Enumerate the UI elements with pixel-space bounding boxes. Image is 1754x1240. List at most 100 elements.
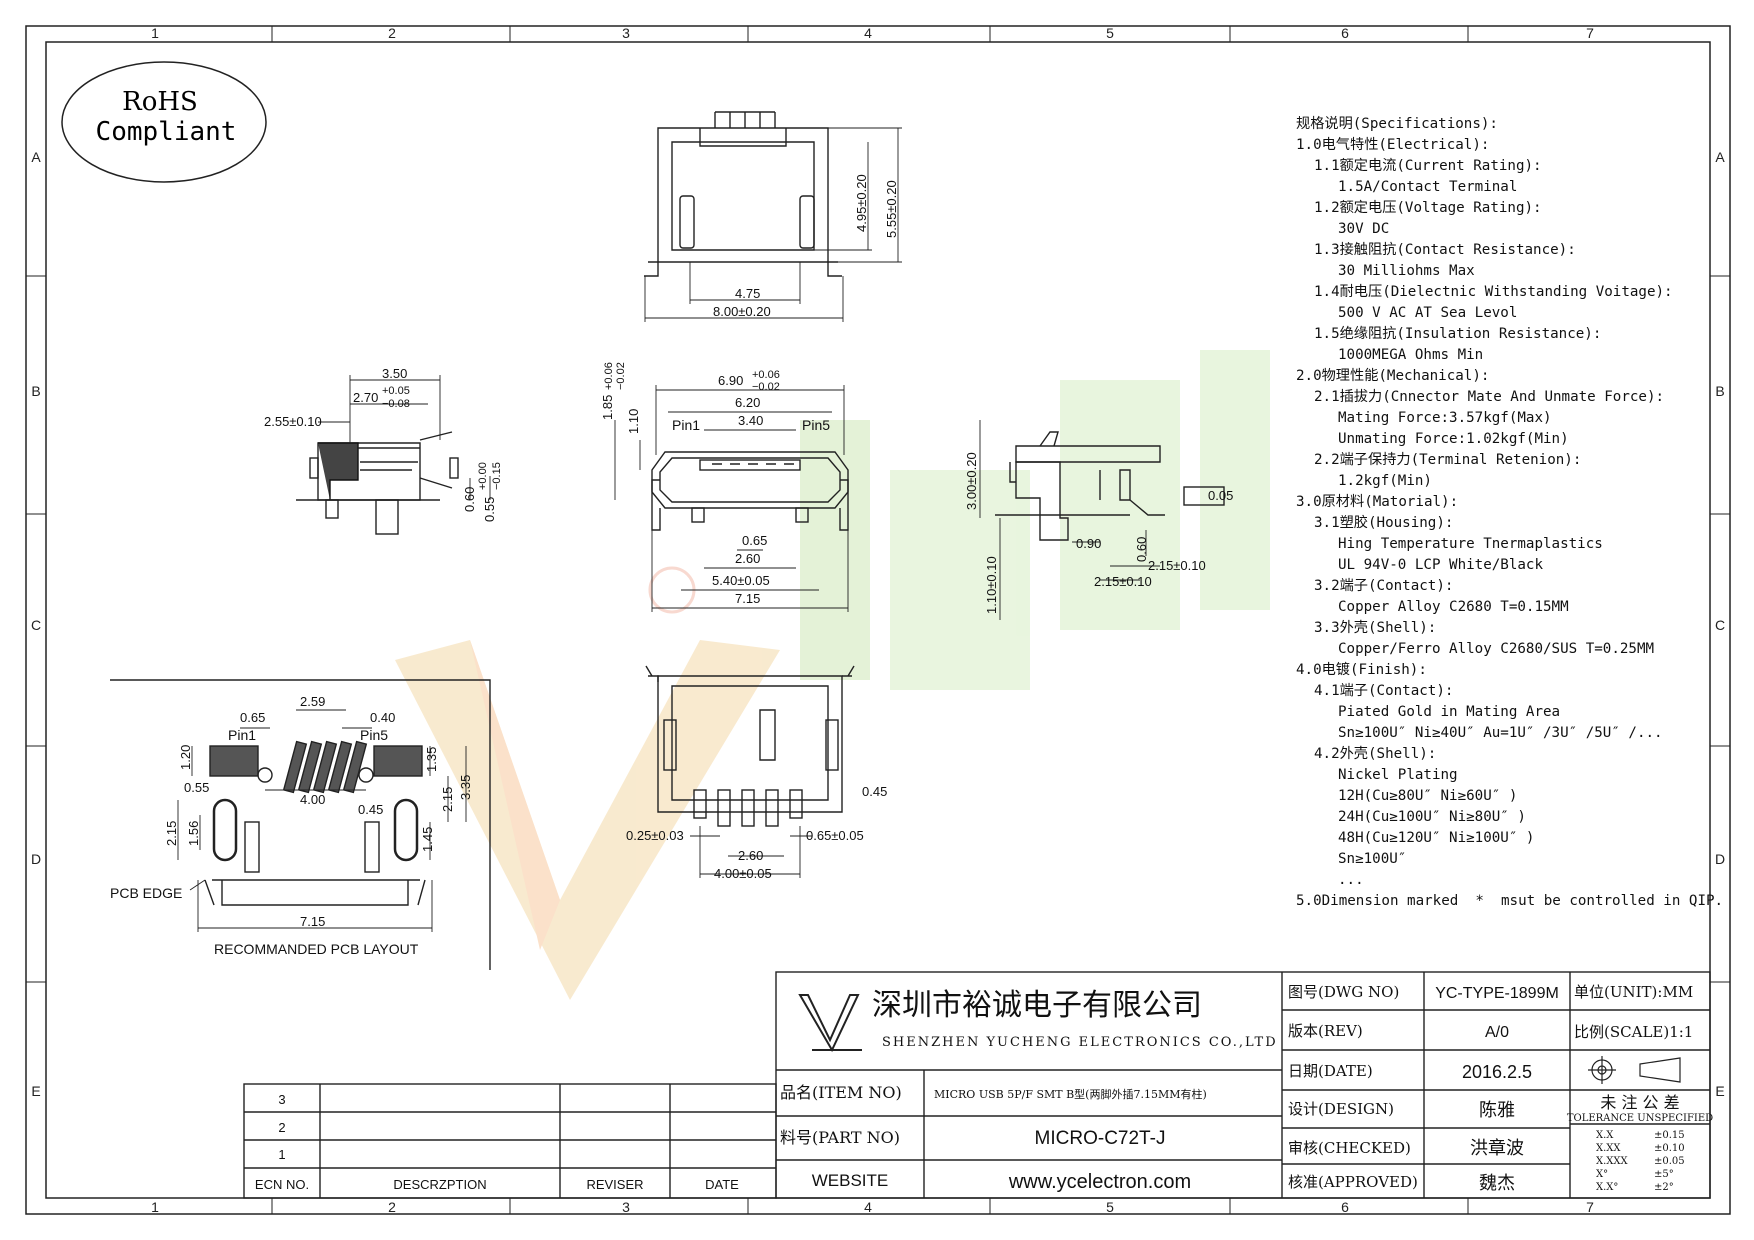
dim-side-2.70-tol-up: +0.05 (382, 385, 410, 397)
spec-line: 2.2端子保持力(Terminal Retenion): (1314, 452, 1582, 468)
revision-header-ecn: ECN NO. (255, 1177, 309, 1192)
tolerance-title-en: TOLERANCE UNSPECIFIED (1567, 1113, 1713, 1124)
tolerance-key: X° (1596, 1169, 1608, 1180)
dim-pcb-2.15-l: 2.15 (164, 821, 179, 846)
company-name-en: SHENZHEN YUCHENG ELECTRONICS CO.,LTD (882, 1035, 1278, 1050)
bottom-view (645, 665, 855, 827)
dim-pcb-0.45: 0.45 (358, 802, 383, 817)
dim-top-5.55: 5.55±0.20 (884, 180, 899, 238)
spec-line: 1000MEGA Ohms Min (1338, 347, 1484, 363)
front-pin1-label: Pin1 (672, 417, 700, 433)
spec-line: 500 V AC AT Sea Levol (1338, 305, 1518, 321)
grid-row-label: E (1715, 1083, 1724, 1099)
design-value: 陈雅 (1479, 1100, 1515, 1121)
grid-row-label: C (1715, 617, 1725, 633)
dim-pcb-0.55: 0.55 (184, 780, 209, 795)
dwg-label: 图号(DWG NO) (1288, 983, 1399, 1001)
dim-side-0.55-tol-dn: −0.15 (491, 462, 503, 490)
pcb-edge-label: PCB EDGE (110, 885, 182, 901)
dim-bottom-4.00: 4.00±0.05 (714, 866, 772, 881)
spec-line: 1.2kgf(Min) (1338, 473, 1432, 489)
outer-border (25, 25, 1731, 1215)
dim-front-5.40: 5.40±0.05 (712, 573, 770, 588)
dim-pcb-2.59: 2.59 (300, 694, 325, 709)
dim-right-1.10: 1.10±0.10 (984, 556, 999, 614)
pcb-pin5-label: Pin5 (360, 727, 388, 743)
dim-right-2.15-a: 2.15±0.10 (1148, 558, 1206, 573)
spec-line: 2.1插拔力(Cnnector Mate And Unmate Force): (1314, 389, 1665, 405)
website-value: www.ycelectron.com (1008, 1171, 1191, 1193)
part-label: 料号(PART NO) (780, 1128, 900, 1147)
tolerance-key: X.X° (1596, 1182, 1618, 1193)
approved-label: 核准(APPROVED) (1288, 1173, 1418, 1191)
spec-line: 2.0物理性能(Mechanical): (1296, 368, 1490, 384)
dim-pcb-0.40: 0.40 (370, 710, 395, 725)
grid-col-label: 5 (1106, 1199, 1114, 1215)
spec-line: UL 94V-0 LCP White/Black (1338, 557, 1543, 573)
grid-col-label: 5 (1106, 25, 1114, 41)
revision-row-2: 2 (278, 1120, 285, 1135)
tolerance-value: ±2° (1654, 1182, 1674, 1193)
spec-line: Mating Force:3.57kgf(Max) (1338, 410, 1552, 426)
grid-row-label: D (31, 851, 41, 867)
dim-front-3.40: 3.40 (738, 413, 763, 428)
spec-line: Sn≥100U″ (1338, 851, 1407, 867)
spec-line: ... (1338, 872, 1364, 888)
grid-col-label: 6 (1341, 25, 1349, 41)
spec-line: 1.4耐电压(Dielectnic Withstanding Voitage): (1314, 284, 1673, 300)
spec-line: Unmating Force:1.02kgf(Min) (1338, 431, 1569, 447)
tolerance-key: X.X (1596, 1130, 1614, 1141)
pcb-dims (177, 709, 467, 932)
grid-col-label: 1 (151, 25, 159, 41)
item-value: MICRO USB 5P/F SMT B型(两脚外插7.15MM有柱) (934, 1087, 1207, 1101)
website-label: WEBSITE (812, 1171, 889, 1190)
dim-front-6.90: 6.90 (718, 373, 743, 388)
date-label: 日期(DATE) (1288, 1062, 1373, 1080)
dim-side-0.60: 0.60 (462, 487, 477, 512)
grid-col-label: 1 (151, 1199, 159, 1215)
tolerance-value: ±0.15 (1654, 1130, 1685, 1141)
top-dims (644, 127, 902, 322)
tolerance-value: ±0.05 (1654, 1156, 1685, 1167)
grid-row-label: A (1715, 149, 1725, 165)
dim-front-7.15: 7.15 (735, 591, 760, 606)
grid-col-label: 3 (622, 1199, 630, 1215)
watermark-logo (395, 350, 1270, 1000)
dim-front-6.90-tol-up: +0.06 (752, 369, 780, 381)
spec-line: 规格说明(Specifications): (1296, 116, 1498, 132)
unit-label: 单位(UNIT):MM (1574, 983, 1693, 1001)
dim-side-2.55: 2.55±0.10 (264, 414, 322, 429)
spec-line: Sn≥100U″ Ni≥40U″ Au=1U″ /3U″ /5U″ /... (1338, 725, 1663, 741)
spec-line: 24H(Cu≥100U″ Ni≥80U″ ) (1338, 809, 1526, 825)
dim-side-2.70: 2.70 (353, 390, 378, 405)
grid-col-label: 4 (864, 1199, 872, 1215)
spec-line: 1.5绝缘阻抗(Insulation Resistance): (1314, 326, 1602, 342)
dim-front-6.20: 6.20 (735, 395, 760, 410)
spec-line: 3.2端子(Contact): (1314, 578, 1454, 594)
pcb-pin1-label: Pin1 (228, 727, 256, 743)
dim-pcb-0.65: 0.65 (240, 710, 265, 725)
right-dims (979, 420, 1160, 620)
dim-right-3.00: 3.00±0.20 (964, 452, 979, 510)
bottom-dims (690, 826, 812, 878)
spec-line: 5.0Dimension marked * msut be controlled… (1296, 893, 1724, 909)
dim-side-3.50: 3.50 (382, 366, 407, 381)
spec-line: 4.2外壳(Shell): (1314, 746, 1437, 762)
spec-line: 4.0电镀(Finish): (1296, 662, 1427, 678)
front-view (651, 451, 849, 531)
side-view (296, 431, 459, 535)
dim-front-1.10: 1.10 (626, 409, 641, 434)
revision-row-1: 1 (278, 1147, 285, 1162)
projection-symbol-icon (1588, 1056, 1681, 1084)
title-block-lines (775, 971, 1711, 1199)
pcb-layout (110, 679, 491, 970)
revision-header-reviser: REVISER (586, 1177, 643, 1192)
dim-pcb-2.15-r: 2.15 (440, 787, 455, 812)
grid-col-label: 7 (1586, 1199, 1594, 1215)
revision-row-3: 3 (278, 1092, 285, 1107)
specifications-list: 规格说明(Specifications):1.0电气特性(Electrical)… (1296, 114, 1726, 912)
revision-block-lines (243, 1083, 777, 1199)
tolerance-title-cn: 未 注 公 差 (1600, 1093, 1679, 1112)
spec-line: 1.5A/Contact Terminal (1338, 179, 1518, 195)
part-value: MICRO-C72T-J (1035, 1128, 1166, 1149)
